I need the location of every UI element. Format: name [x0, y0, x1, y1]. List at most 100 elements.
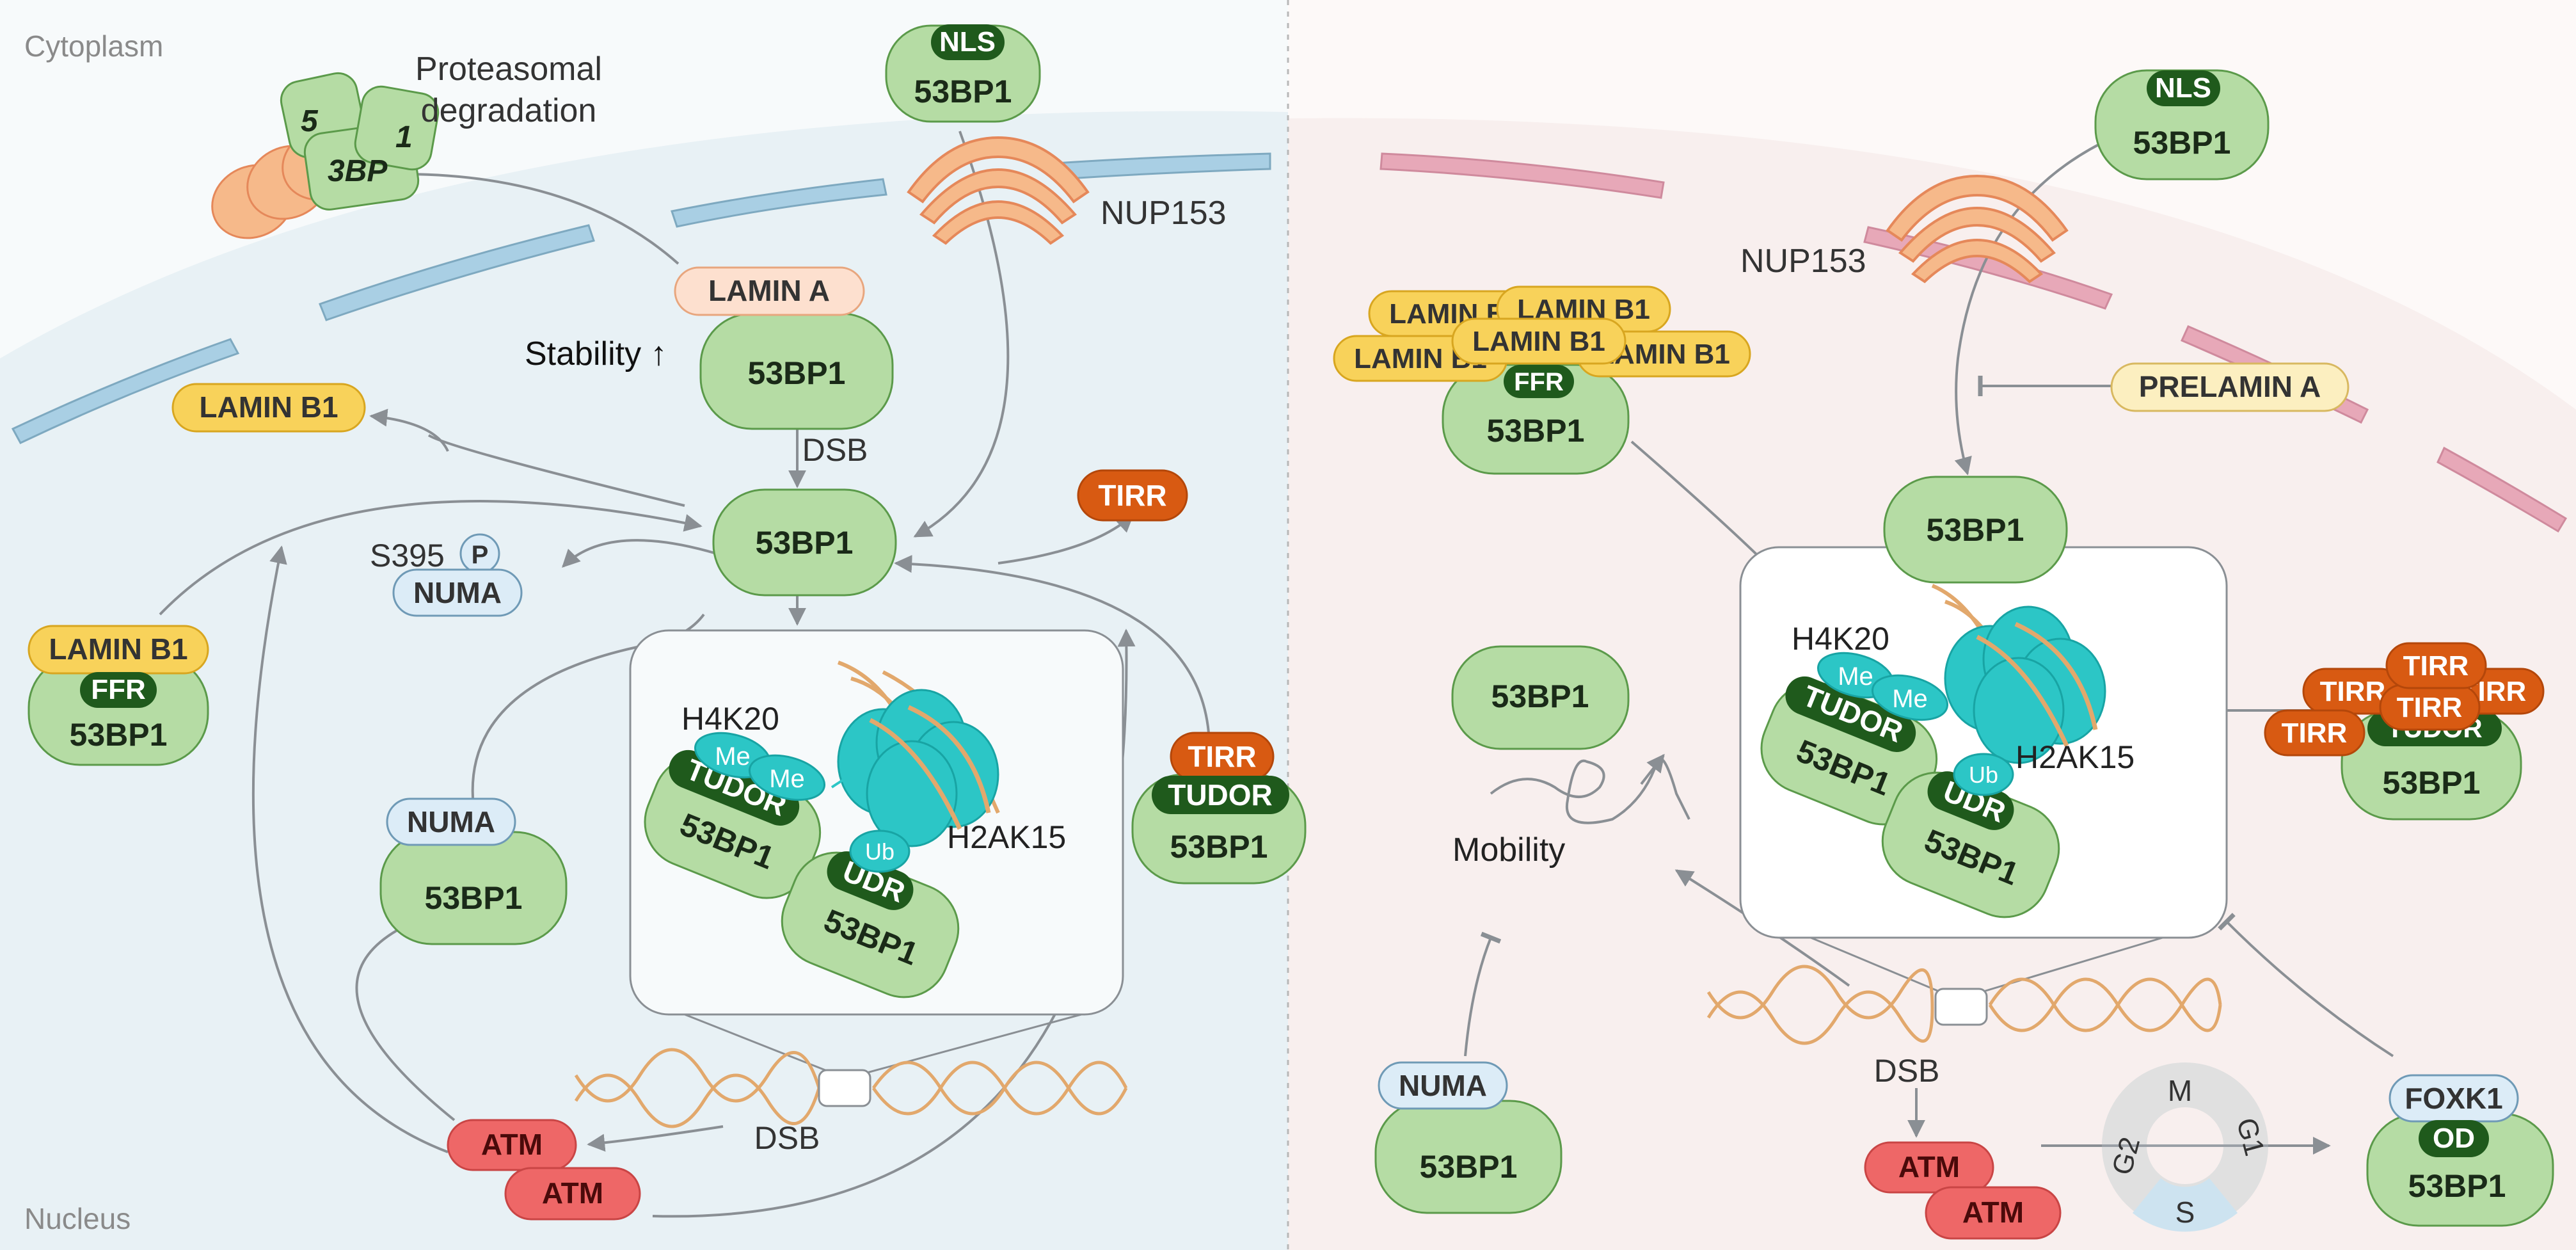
53bp1-text: 53BP1 — [2133, 125, 2231, 161]
proteasome-degradation: 5 3BP 1 Proteasomal degradation — [211, 51, 602, 239]
stability-label: Stability ↑ — [525, 335, 667, 373]
h4k20-label: H4K20 — [1792, 621, 1889, 657]
cell-cycle-m: M — [2168, 1074, 2192, 1107]
left-dsb-label-lower: DSB — [754, 1120, 820, 1156]
53bp1-to-tirr-arrow — [998, 514, 1134, 565]
me-mark-2: Me — [1892, 685, 1928, 713]
numa-53bp1-right: NUMA 53BP1 — [1374, 1061, 1562, 1214]
left-nuclear-envelope — [11, 152, 1271, 444]
mobility-label: Mobility — [1452, 831, 1565, 869]
right-dsb-box — [1934, 988, 1988, 1026]
me-marks: Me Me — [1817, 652, 1949, 721]
lamin-a-label: LAMIN A — [708, 274, 830, 307]
53bp1-text: 53BP1 — [1487, 413, 1585, 449]
central-53bp1-left: 53BP1 — [712, 488, 897, 597]
od-label: OD — [2433, 1123, 2475, 1154]
nucleus-label: Nucleus — [24, 1202, 131, 1235]
right-dsb-label: DSB — [1874, 1053, 1940, 1089]
right-nucleosome-complex: TUDOR 53BP1 Me Me H4K20 UDR 53BP1 Ub H2A… — [1760, 584, 2135, 918]
ub-text-left: Ub — [865, 838, 894, 865]
left-nucleosome-complex: TUDOR 53BP1 Me Me H4K20 UDR 53BP1 Ub H2A… — [644, 661, 1066, 998]
ub-mark-right — [1953, 753, 2014, 796]
me-mark-1: Me — [715, 742, 751, 771]
me-marks: Me Me — [694, 732, 826, 801]
tirr-label: TIRR — [1188, 740, 1256, 773]
53bp1-text: 53BP1 — [70, 717, 168, 753]
ffr-label: FFR — [1514, 368, 1564, 396]
histone-octamer-icon — [1944, 605, 2106, 764]
lamin-b1-cluster-ffr-53bp1: LAMIN B1 LAMIN B1 LAMIN B1 LAMIN B1 LAMI… — [1333, 285, 1751, 475]
numa-mobility-inhibition — [1464, 931, 1502, 1057]
53bp1-text: 53BP1 — [2408, 1168, 2506, 1204]
fragment-2-text: 3BP — [328, 154, 388, 188]
cell-cycle-icon: M G1 S G2 — [2102, 1062, 2270, 1232]
me-mark-2: Me — [769, 765, 805, 793]
lamin-a-53bp1: LAMIN A 53BP1 — [674, 266, 894, 430]
nls-53bp1-left: NLS 53BP1 — [885, 24, 1041, 123]
fragment-1-text: 5 — [301, 104, 319, 138]
right-inset-pointer-b — [1970, 936, 2163, 997]
proteasomal-label-line1: Proteasomal — [415, 51, 602, 88]
53bp1-text: 53BP1 — [1491, 678, 1589, 714]
atm-dimer-right: ATM ATM — [1864, 1141, 2062, 1240]
atm-to-53bp1-outer-arrow — [251, 545, 449, 1153]
nup153-label-right: NUP153 — [1740, 243, 1866, 280]
fragment-3-text: 1 — [395, 120, 413, 154]
53bp1-text: 53BP1 — [425, 880, 523, 916]
prelamin-a-label: PRELAMIN A — [2139, 370, 2321, 403]
left-53bp1-udr: UDR 53BP1 — [781, 851, 960, 998]
53bp1-text: 53BP1 — [914, 74, 1012, 109]
numa-label: NUMA — [407, 805, 495, 838]
tirr-tudor-to-53bp1-arrow — [894, 555, 1211, 743]
53bp1-text: 53BP1 — [1170, 829, 1268, 865]
s395-label: S395 — [370, 538, 445, 573]
atm-label: ATM — [1962, 1196, 2024, 1229]
proteasomal-label-line2: degradation — [421, 92, 597, 129]
lamin-a-to-degradation-inhibition — [394, 163, 680, 265]
tirr-label: TIRR — [2403, 650, 2469, 682]
nup153-pore-left — [907, 136, 1090, 245]
tirr-label: TIRR — [2320, 676, 2386, 707]
lamin-b1-label: LAMIN B1 — [199, 390, 338, 424]
tudor-label: TUDOR — [1168, 778, 1273, 812]
cytoplasm-label: Cytoplasm — [24, 29, 163, 63]
tirr-label: TIRR — [1098, 479, 1166, 512]
53bp1-text: 53BP1 — [1927, 512, 2024, 548]
h4k20-label: H4K20 — [681, 701, 779, 737]
right-inset-pointer-a — [1810, 936, 1949, 997]
phospho-numa: S395 P NUMA — [370, 533, 523, 617]
lamin-b1-ffr-53bp1: LAMIN B1 FFR 53BP1 — [28, 625, 209, 766]
lamin-b1-label: LAMIN B1 — [1472, 326, 1605, 357]
mobile-53bp1: 53BP1 — [1451, 645, 1630, 750]
foxk1-label: FOXK1 — [2405, 1082, 2502, 1115]
tirr-label: TIRR — [2397, 692, 2463, 723]
tirr-tudor-53bp1: TIRR TUDOR 53BP1 — [1131, 732, 1307, 885]
atm-dimer-left: ATM ATM — [447, 1119, 641, 1221]
ffr-label: FFR — [91, 674, 146, 705]
nls-53bp1-right: NLS 53BP1 — [2094, 69, 2270, 180]
tirr-free: TIRR — [1077, 469, 1188, 522]
lamin-b1-free: LAMIN B1 — [171, 383, 366, 433]
numa-label: NUMA — [413, 576, 502, 609]
ub-text-right: Ub — [1969, 762, 1998, 788]
numa-53bp1-left: NUMA 53BP1 — [379, 797, 568, 945]
cell-cycle-s: S — [2175, 1196, 2195, 1229]
53bp1-text: 53BP1 — [1420, 1149, 1518, 1185]
me-mark-1: Me — [1838, 662, 1873, 691]
left-inset-pointer-a — [684, 1013, 839, 1077]
nls-label: NLS — [939, 26, 996, 58]
53bp1-text: 53BP1 — [756, 525, 854, 561]
h2ak15-label: H2AK15 — [2015, 739, 2135, 775]
left-dsb-label-upper: DSB — [802, 432, 868, 468]
left-dsb-box — [818, 1069, 871, 1107]
nup153-pore-right — [1886, 174, 2069, 284]
nup153-label-left: NUP153 — [1101, 195, 1227, 232]
atm-label: ATM — [542, 1176, 603, 1210]
atm-label: ATM — [1898, 1150, 1960, 1183]
lamin-b1-label: LAMIN B1 — [49, 632, 187, 666]
atm-label: ATM — [481, 1128, 543, 1161]
53bp1-to-numa-arrow — [562, 539, 717, 568]
right-dna-break — [1706, 965, 2222, 1045]
foxk1-od-53bp1: FOXK1 OD 53BP1 — [2366, 1074, 2554, 1227]
